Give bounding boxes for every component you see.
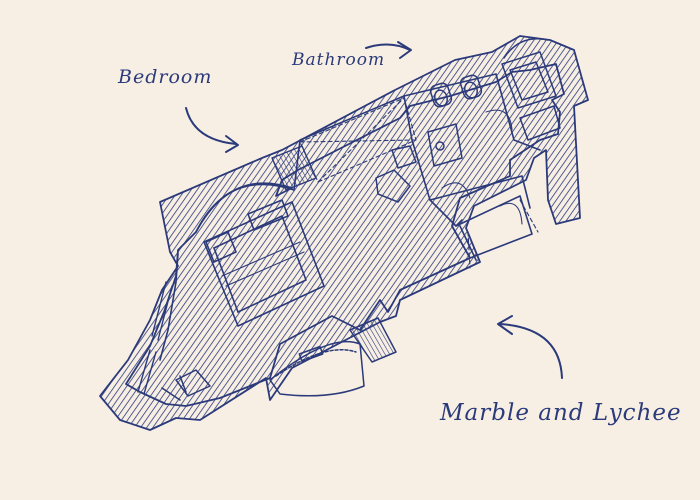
bedroom-label: Bedroom — [118, 66, 213, 88]
bathroom-fixtures — [427, 74, 523, 225]
armchair — [175, 369, 211, 397]
shower — [501, 38, 561, 141]
suite-name-label: Marble and Lychee — [440, 400, 682, 426]
bay-window — [269, 317, 397, 397]
suite-arrow — [499, 323, 563, 379]
bathroom-arrow — [365, 43, 411, 51]
corridor-dashed — [299, 97, 539, 269]
annotation-arrows — [185, 41, 563, 379]
chair-table — [375, 145, 417, 203]
left-windows — [137, 281, 173, 395]
bed — [203, 199, 325, 327]
exterior-walls — [99, 35, 589, 431]
bathroom-label: Bathroom — [292, 50, 386, 70]
bedroom-arrow — [185, 107, 237, 145]
